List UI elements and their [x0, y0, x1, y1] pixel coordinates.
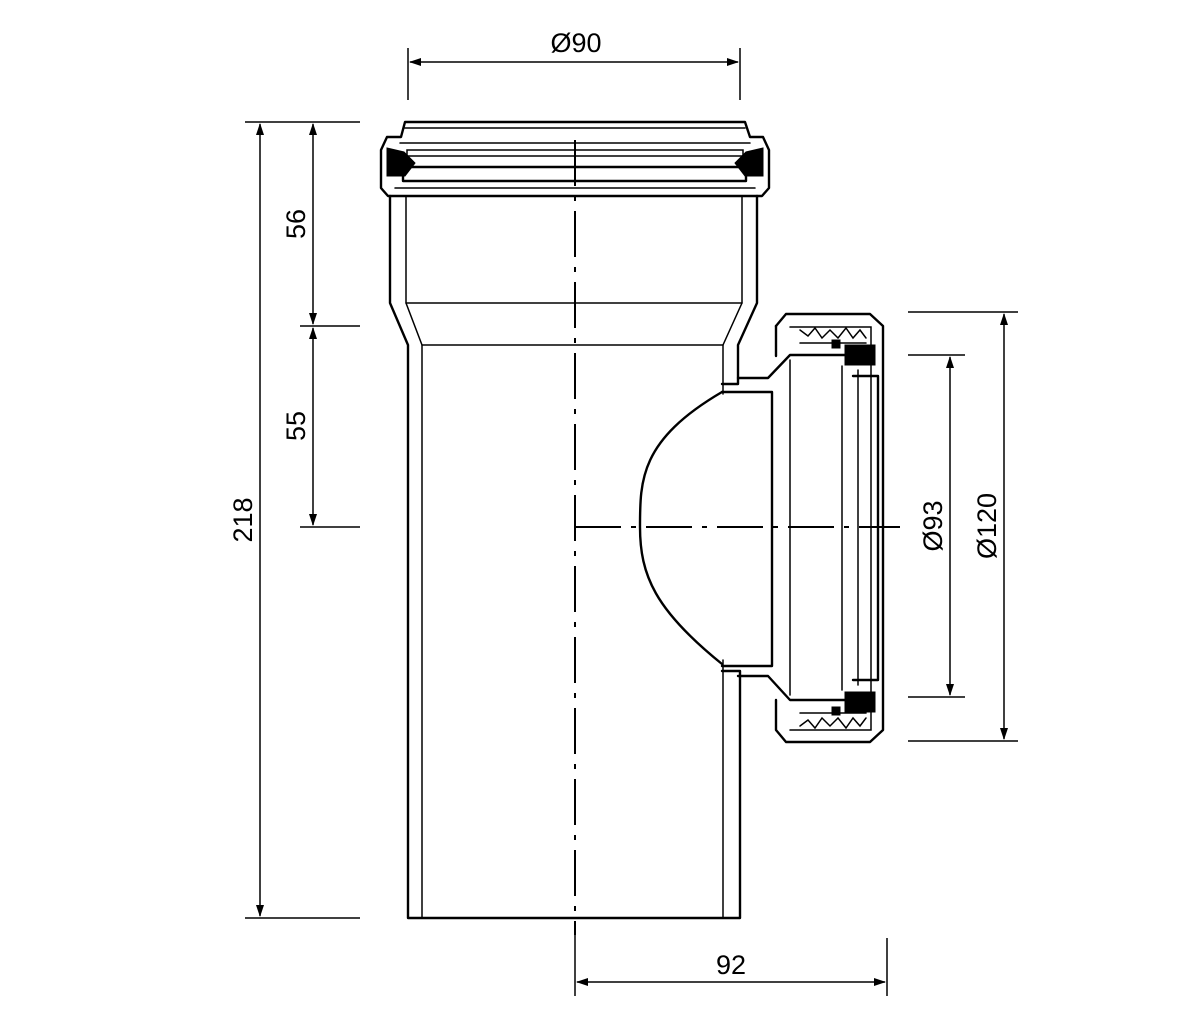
- dim-branch-seal-diameter: Ø93: [908, 354, 965, 698]
- top-seal-ring: [386, 147, 764, 183]
- dim-total-height-label: 218: [228, 497, 258, 542]
- dim-branch-offset-label: 92: [716, 950, 746, 980]
- dim-branch-height-label: 55: [281, 411, 311, 441]
- dim-socket-height-label: 56: [281, 209, 311, 239]
- dim-top-diameter: Ø90: [407, 28, 741, 100]
- branch-outlet: [638, 312, 885, 744]
- dim-branch-outer-diameter-label: Ø120: [972, 493, 1002, 559]
- dim-branch-offset: 92: [574, 935, 888, 996]
- dim-total-height: 218: [228, 121, 360, 919]
- dim-branch-seal-diameter-label: Ø93: [918, 500, 948, 551]
- dim-top-diameter-label: Ø90: [550, 28, 601, 58]
- dim-socket-height: 56: [281, 123, 360, 327]
- dim-branch-height: 55: [281, 327, 360, 528]
- dim-branch-outer-diameter: Ø120: [908, 311, 1018, 742]
- main-pipe: [379, 120, 771, 920]
